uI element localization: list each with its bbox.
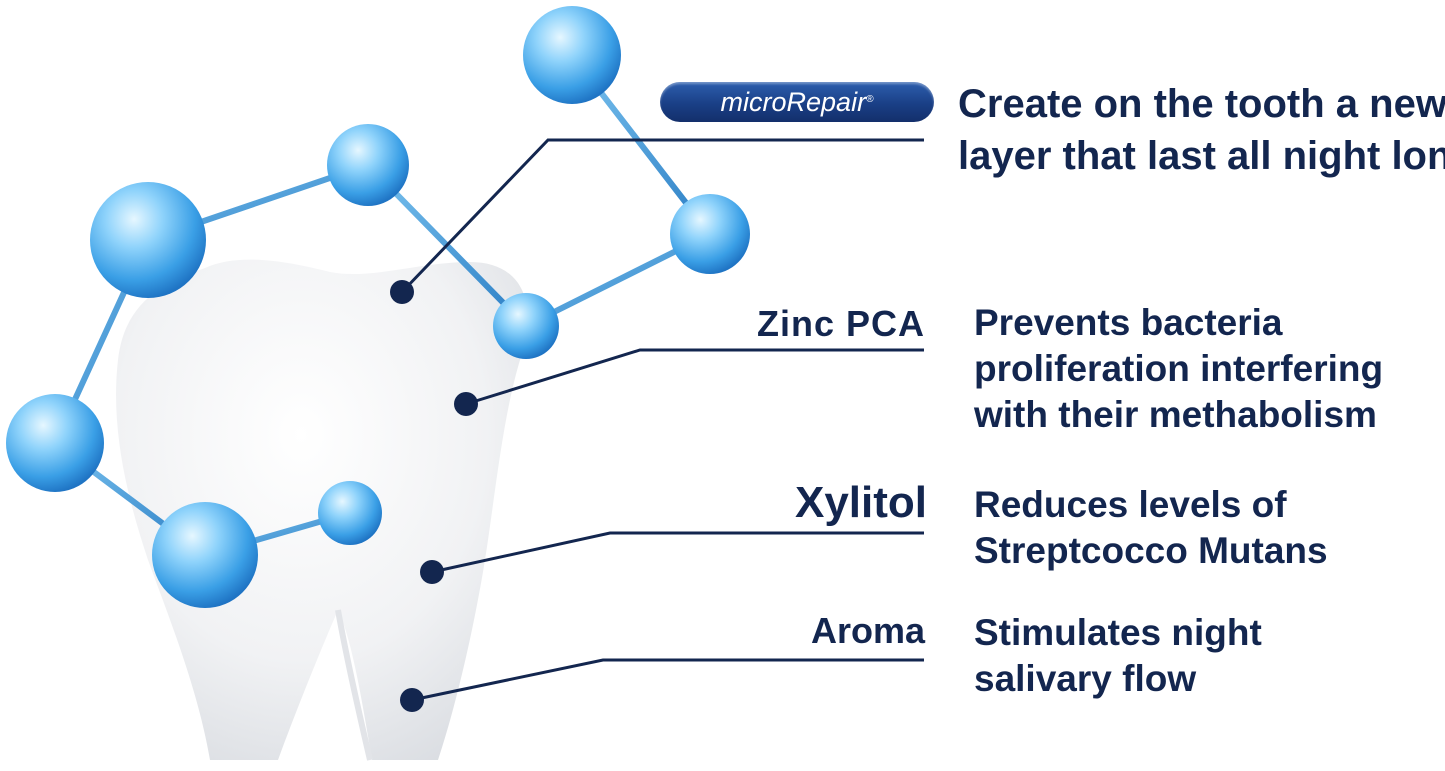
description-aroma: Stimulates night salivary flow — [974, 610, 1262, 702]
registered-mark: ® — [866, 94, 874, 105]
ingredient-xylitol: Xylitol — [794, 478, 927, 527]
description-line: Stimulates night — [974, 612, 1262, 653]
description-line: Reduces levels of — [974, 484, 1287, 525]
description-microrepair: Create on the tooth a new layer that las… — [958, 78, 1445, 182]
description-line: Create on the tooth a new — [958, 82, 1445, 126]
pointer-dot — [454, 392, 478, 416]
ingredient-zinc-pca: Zinc PCA — [756, 303, 925, 344]
description-line: proliferation interfering — [974, 348, 1384, 389]
pointer-dot — [420, 560, 444, 584]
pointer-dot — [400, 688, 424, 712]
description-line: salivary flow — [974, 658, 1197, 699]
ingredient-aroma: Aroma — [810, 610, 925, 651]
description-line: Prevents bacteria — [974, 302, 1283, 343]
description-xylitol: Reduces levels of Streptcocco Mutans — [974, 482, 1328, 574]
pointer-dots — [390, 280, 478, 712]
description-zinc-pca: Prevents bacteria proliferation interfer… — [974, 300, 1383, 438]
description-line: with their methabolism — [974, 394, 1377, 435]
pointer-dot — [390, 280, 414, 304]
description-line: layer that last all night long — [958, 134, 1445, 178]
microrepair-badge: microRepair® — [660, 82, 934, 122]
description-line: Streptcocco Mutans — [974, 530, 1328, 571]
leader-lines — [400, 138, 924, 702]
badge-brand: microRepair — [720, 87, 867, 117]
molecule-spheres — [6, 6, 750, 608]
